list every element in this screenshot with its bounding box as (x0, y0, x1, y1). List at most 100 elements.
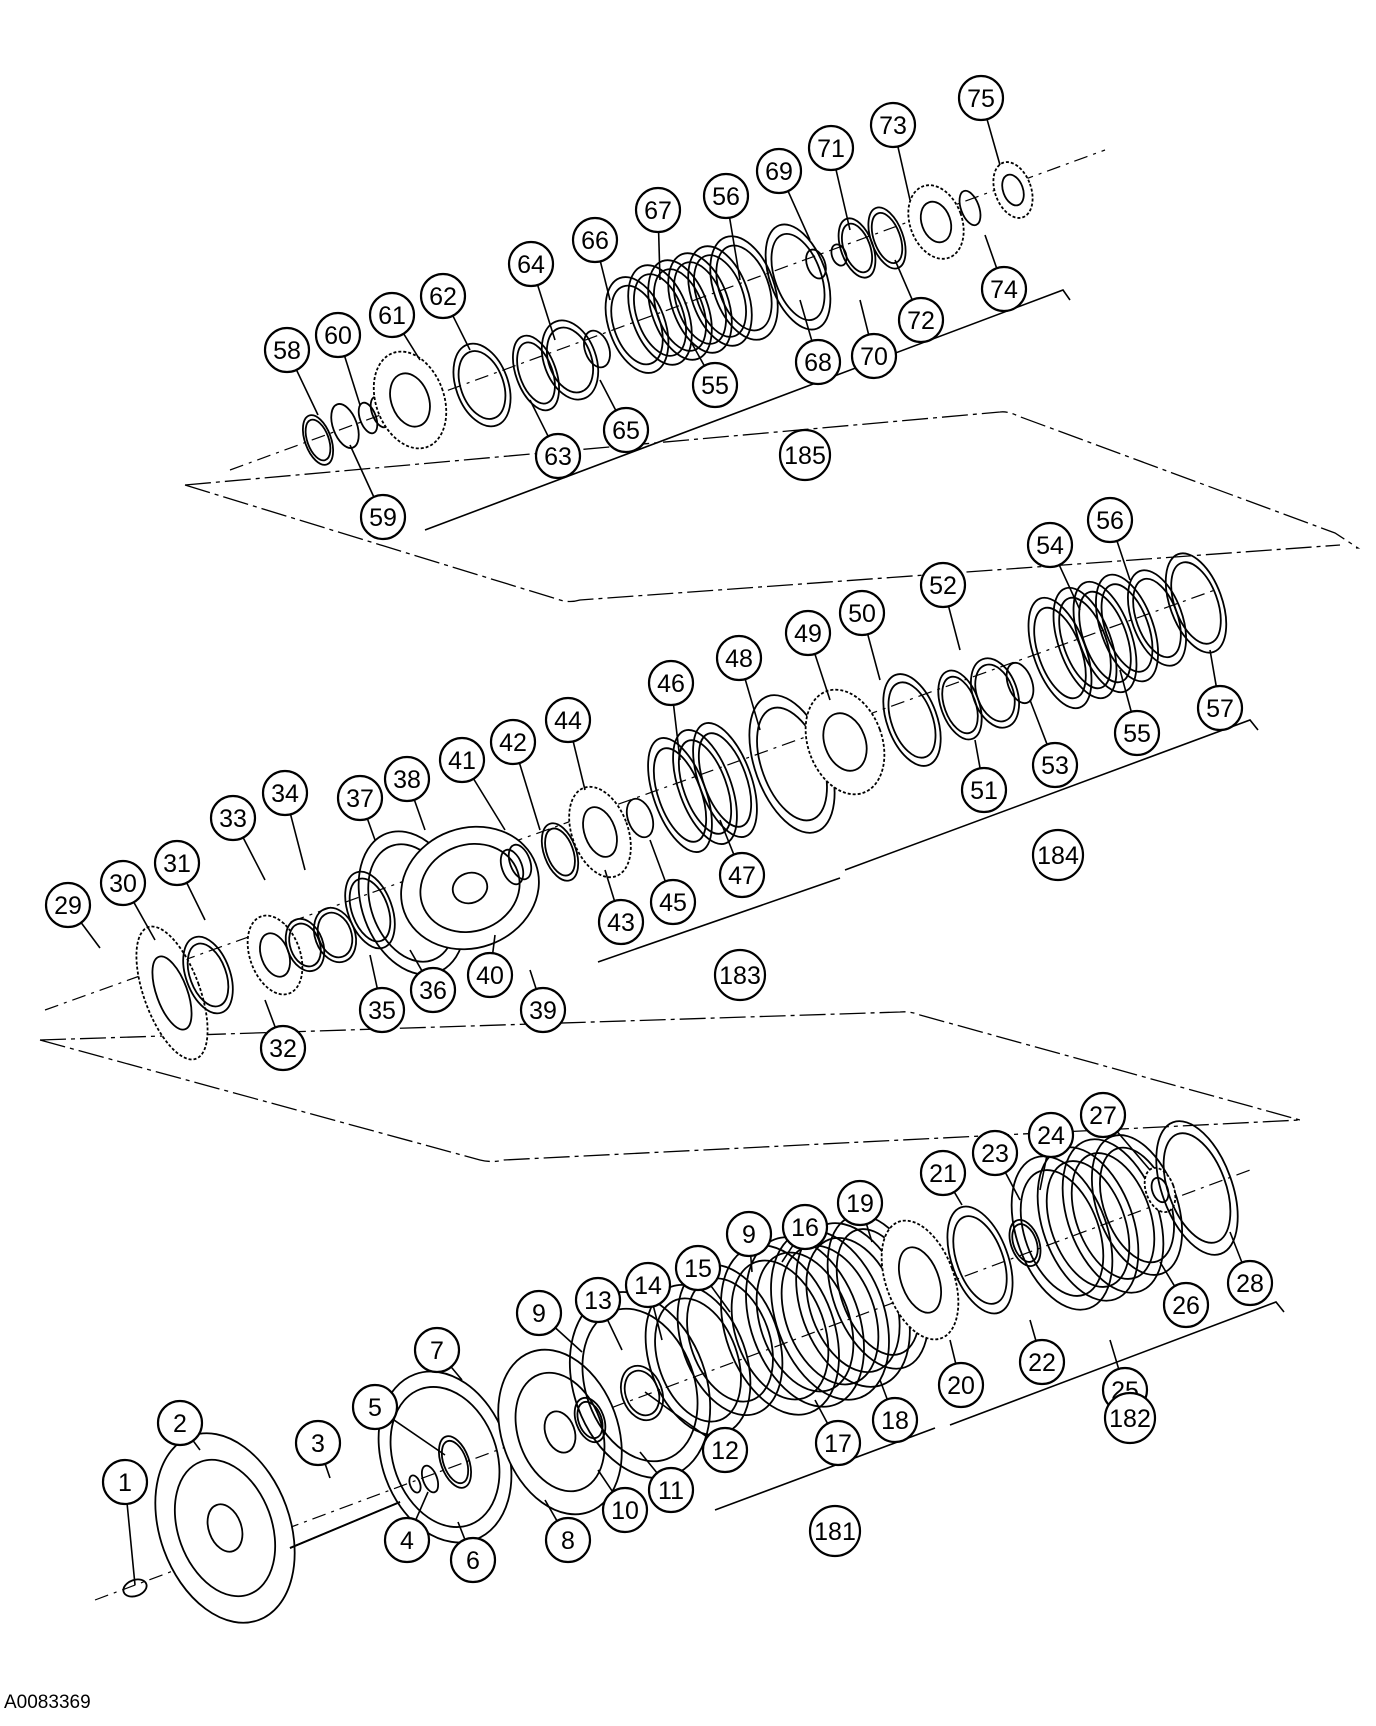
callout-label: 15 (684, 1255, 712, 1283)
leader-74 (984, 234, 998, 269)
leader-13 (606, 1319, 623, 1351)
callout-11: 11 (647, 1466, 695, 1514)
callout-circle (715, 634, 763, 682)
callout-circle (624, 1261, 672, 1309)
callout-circle (383, 755, 431, 803)
callout-circle (519, 986, 567, 1034)
callout-56: 56 (1086, 496, 1134, 544)
callout-circle (807, 124, 855, 172)
callout-41: 41 (438, 736, 486, 784)
leader-7 (450, 1366, 463, 1381)
callout-65: 65 (602, 406, 650, 454)
ring-outer (1010, 1155, 1114, 1311)
callout-label: 57 (1206, 695, 1234, 723)
callout-52: 52 (919, 561, 967, 609)
callout-40: 40 (466, 951, 514, 999)
leader-5 (392, 1418, 446, 1456)
callout-label: 59 (369, 504, 397, 532)
leader-71 (835, 169, 851, 231)
callout-label: 70 (860, 343, 888, 371)
callout-38: 38 (383, 755, 431, 803)
leader-30 (133, 901, 156, 941)
ring-outer (507, 843, 533, 881)
ring-inner (941, 675, 979, 735)
drum-rim (419, 842, 521, 934)
callout-label: 185 (784, 442, 826, 470)
callout-label: 69 (765, 158, 793, 186)
ring-part (1095, 573, 1159, 683)
ring-outer (420, 1464, 440, 1494)
ring-outer (672, 729, 738, 845)
callout-label: 33 (219, 805, 247, 833)
callout-50: 50 (838, 589, 886, 637)
ring-part (1155, 1120, 1239, 1256)
callout-label: 8 (561, 1527, 575, 1555)
ring-inner (389, 1386, 501, 1528)
callout-35: 35 (358, 986, 406, 1034)
leader-24 (1039, 1156, 1048, 1191)
callout-51: 51 (960, 766, 1008, 814)
callout-30: 30 (99, 859, 147, 907)
leader-39 (529, 969, 537, 990)
callout-circle (1026, 521, 1074, 569)
callout-circle (850, 332, 898, 380)
leader-61 (402, 333, 421, 361)
leader-6 (457, 1521, 466, 1540)
callout-circle (919, 1149, 967, 1197)
ring-outer (745, 1236, 865, 1408)
ring-inner (546, 326, 594, 394)
leader-67 (657, 231, 661, 281)
leader-73 (897, 146, 911, 201)
callout-circle (507, 240, 555, 288)
callout-circle (971, 1129, 1019, 1177)
ring-part (420, 1464, 440, 1494)
leader-31 (185, 882, 206, 921)
leader-lines (80, 118, 1243, 1586)
callout-label: 4 (400, 1527, 414, 1555)
gear-teeth (804, 688, 886, 796)
callout-circle (515, 1289, 563, 1337)
callout-circle (957, 74, 1005, 122)
ring-part (837, 217, 877, 279)
leader-20 (949, 1339, 957, 1364)
ring-inner (348, 877, 392, 943)
callout-48: 48 (715, 634, 763, 682)
ring-part (1010, 1155, 1114, 1311)
callout-circle (836, 1179, 884, 1227)
ring-inner (673, 261, 727, 345)
frame-upper (184, 411, 1361, 549)
callout-label: 62 (429, 283, 457, 311)
callout-label: 20 (947, 1372, 975, 1400)
ring-inner (653, 268, 707, 352)
ring-outer (625, 797, 655, 839)
callout-circle (701, 1426, 749, 1474)
callout-label: 182 (1109, 1405, 1151, 1433)
gear-teeth (135, 925, 209, 1061)
drum-body (400, 825, 540, 951)
callout-circle (897, 296, 945, 344)
callout-label: 41 (448, 747, 476, 775)
gear-part (246, 914, 304, 996)
leader-14 (652, 1306, 663, 1341)
leader-12 (644, 1391, 708, 1438)
callout-72: 72 (897, 296, 945, 344)
ring-inner (715, 244, 773, 332)
callout-8: 8 (544, 1516, 592, 1564)
callout-label: 71 (817, 135, 845, 163)
ring-part (122, 1578, 148, 1598)
callout-circle (1031, 828, 1085, 882)
callout-28: 28 (1226, 1259, 1274, 1307)
leader-57 (1209, 649, 1218, 687)
ring-inner (1078, 590, 1132, 684)
callout-circle (778, 428, 832, 482)
callout-label: 21 (929, 1160, 957, 1188)
callout-54: 54 (1026, 521, 1074, 569)
leader-56 (728, 217, 741, 281)
ring-outer (667, 252, 733, 354)
bracket-183 (597, 877, 841, 963)
callout-label: 66 (581, 227, 609, 255)
ring-outer (1052, 586, 1118, 700)
ring-outer (709, 235, 779, 341)
ring-inner (1070, 1152, 1156, 1280)
leader-2 (192, 1440, 201, 1451)
